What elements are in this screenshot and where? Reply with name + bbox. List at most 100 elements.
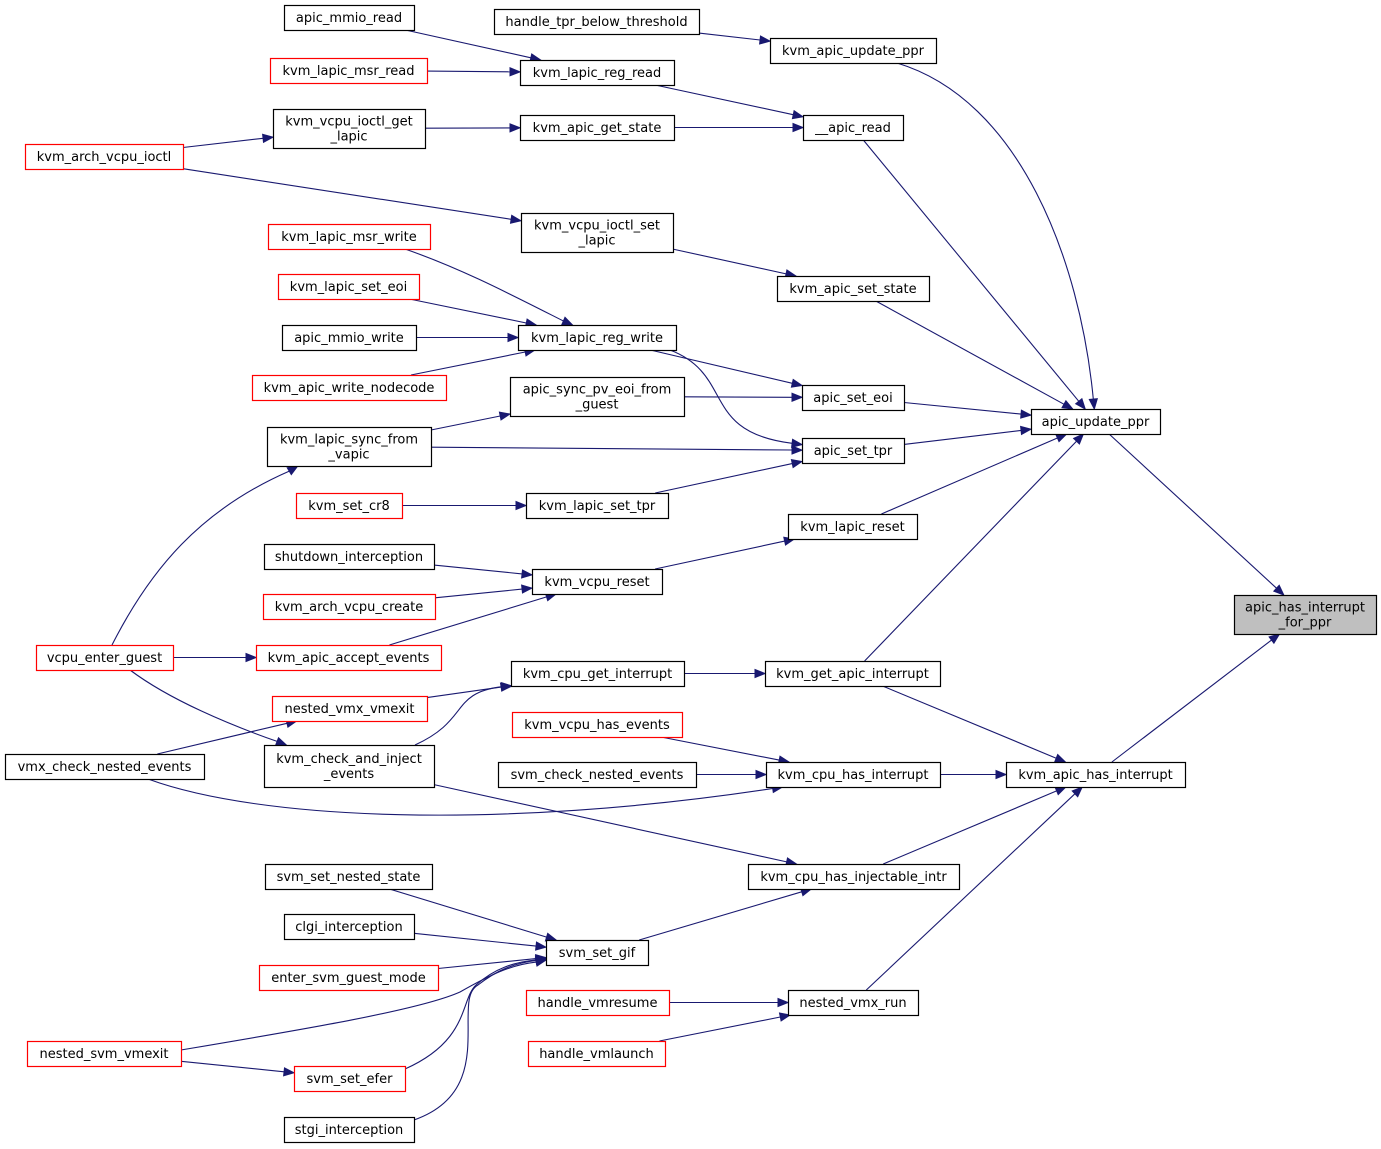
node-box <box>510 660 686 688</box>
edge-line <box>157 722 288 755</box>
edge-vcpu_enter_guest-to-kvm_apic_accept_events <box>173 652 258 663</box>
edge-stgi_interception-to-svm_set_gif <box>413 955 548 1121</box>
node-nested-vmx-vmexit[interactable]: nested_vmx_vmexit <box>271 695 429 723</box>
edge-line <box>413 932 537 947</box>
arrowhead <box>759 35 772 45</box>
arrowhead <box>1055 433 1068 443</box>
node-box <box>1005 761 1187 789</box>
edge-kvm_vcpu_ioctl_set_lapic-to-kvm_apic_set_state <box>672 248 798 279</box>
edge-line <box>413 959 537 1121</box>
node-kvm-lapic-reg-write[interactable]: kvm_lapic_reg_write <box>517 324 678 352</box>
node-shutdown-interception[interactable]: shutdown_interception <box>263 543 436 571</box>
node-kvm-set-cr8[interactable]: kvm_set_cr8 <box>295 492 404 520</box>
node-kvm-lapic-set-tpr[interactable]: kvm_lapic_set_tpr <box>525 492 670 520</box>
node-apic-set-tpr[interactable]: apic_set_tpr <box>801 437 906 465</box>
node-nested-svm-vmexit[interactable]: nested_svm_vmexit <box>26 1040 183 1068</box>
node-enter-svm-guest-mode[interactable]: enter_svm_guest_mode <box>258 964 440 992</box>
edge-line <box>864 440 1077 662</box>
node-label: kvm_apic_write_nodecode <box>264 381 435 396</box>
node-label: kvm_vcpu_ioctl_set <box>534 219 660 234</box>
node-label: kvm_lapic_reg_read <box>533 66 662 81</box>
node-svm-set-efer[interactable]: svm_set_efer <box>293 1065 407 1093</box>
node-vmx-check-nested-events[interactable]: vmx_check_nested_events <box>4 753 206 781</box>
node-box <box>802 114 905 142</box>
edge-apic_mmio_write-to-kvm_lapic_reg_write <box>416 332 520 343</box>
node-apic-sync-pv-eoi-from-guest[interactable]: apic_sync_pv_eoi_from_guest <box>509 376 686 418</box>
node-kvm-lapic-sync-from-vapic[interactable]: kvm_lapic_sync_from_vapic <box>266 426 433 468</box>
node-label: kvm_lapic_reg_write <box>531 331 663 346</box>
node-apic-mmio-read[interactable]: apic_mmio_read <box>283 4 416 32</box>
node-box <box>251 374 448 402</box>
node-kvm-apic-update-ppr[interactable]: kvm_apic_update_ppr <box>769 37 938 65</box>
node-label: kvm_apic_set_state <box>789 282 916 297</box>
node-apic-mmio-write[interactable]: apic_mmio_write <box>281 324 418 352</box>
edge-line <box>430 446 793 451</box>
edge-line <box>129 669 278 742</box>
node-box <box>519 59 676 87</box>
edge-svm_check_nested_events-to-kvm_cpu_has_interrupt <box>696 769 768 780</box>
node-kvm-cpu-get-interrupt[interactable]: kvm_cpu_get_interrupt <box>510 660 686 688</box>
node-svm-set-nested-state[interactable]: svm_set_nested_state <box>264 863 434 891</box>
arrowhead <box>534 955 548 966</box>
arrowhead <box>1020 409 1033 419</box>
node-svm-check-nested-events[interactable]: svm_check_nested_events <box>497 761 698 789</box>
node-kvm-vcpu-has-events[interactable]: kvm_vcpu_has_events <box>511 711 684 739</box>
node-apic-set-eoi[interactable]: apic_set_eoi <box>801 384 906 412</box>
node-kvm-lapic-set-eoi[interactable]: kvm_lapic_set_eoi <box>277 273 421 301</box>
edge-kvm_apic_set_state-to-apic_update_ppr <box>875 300 1074 410</box>
arrowhead <box>1088 398 1098 411</box>
node-label: svm_check_nested_events <box>511 768 684 783</box>
node-box <box>271 695 429 723</box>
node-handle-vmresume[interactable]: handle_vmresume <box>525 989 671 1017</box>
edge-clgi_interception-to-svm_set_gif <box>413 932 548 951</box>
node-kvm-vcpu-ioctl-set-lapic[interactable]: kvm_vcpu_ioctl_set_lapic <box>520 212 675 254</box>
node-label: nested_vmx_vmexit <box>285 702 415 717</box>
node-kvm-arch-vcpu-create[interactable]: kvm_arch_vcpu_create <box>262 593 437 621</box>
node-kvm-apic-get-state[interactable]: kvm_apic_get_state <box>519 114 676 142</box>
edge-line <box>698 32 761 41</box>
node-vcpu-enter-guest[interactable]: vcpu_enter_guest <box>35 644 175 672</box>
node-kvm-apic-has-interrupt[interactable]: kvm_apic_has_interrupt <box>1005 761 1187 789</box>
edge-handle_vmlaunch-to-nested_vmx_run <box>659 1012 792 1042</box>
node-kvm-vcpu-reset[interactable]: kvm_vcpu_reset <box>531 568 664 596</box>
node-label: kvm_apic_get_state <box>533 121 662 136</box>
node-label: svm_set_gif <box>559 946 636 961</box>
node-label: kvm_apic_has_interrupt <box>1018 768 1172 783</box>
node-handle-vmlaunch[interactable]: handle_vmlaunch <box>527 1040 667 1068</box>
node-kvm-vcpu-ioctl-get-lapic[interactable]: kvm_vcpu_ioctl_get_lapic <box>272 108 427 150</box>
edge-line <box>683 396 793 398</box>
node-kvm-cpu-has-injectable-intr[interactable]: kvm_cpu_has_injectable_intr <box>747 863 961 891</box>
node-box <box>272 108 427 150</box>
node-label: clgi_interception <box>295 920 402 935</box>
node-kvm-apic-accept-events[interactable]: kvm_apic_accept_events <box>255 644 443 672</box>
node-svm-set-gif[interactable]: svm_set_gif <box>545 939 650 967</box>
node-kvm-lapic-msr-write[interactable]: kvm_lapic_msr_write <box>267 223 432 251</box>
node-kvm-lapic-msr-read[interactable]: kvm_lapic_msr_read <box>269 57 429 85</box>
node-kvm-cpu-has-interrupt[interactable]: kvm_cpu_has_interrupt <box>765 761 942 789</box>
edge-line <box>433 784 787 863</box>
node-box <box>497 761 698 789</box>
node-nested-vmx-run[interactable]: nested_vmx_run <box>787 989 920 1017</box>
node-kvm-lapic-reset[interactable]: kvm_lapic_reset <box>787 513 919 541</box>
edge-kvm_arch_vcpu_ioctl-to-kvm_vcpu_ioctl_set_lapic <box>182 168 523 224</box>
node-apic-update-ppr[interactable]: apic_update_ppr <box>1030 408 1162 436</box>
node-handle-tpr-below-threshold[interactable]: handle_tpr_below_threshold <box>493 8 701 36</box>
arrowhead <box>274 736 288 746</box>
node---apic-read[interactable]: __apic_read <box>802 114 905 142</box>
node-box <box>263 744 436 789</box>
edge-apic_set_tpr-to-apic_update_ppr <box>903 425 1033 445</box>
node-kvm-lapic-reg-read[interactable]: kvm_lapic_reg_read <box>519 59 676 87</box>
node-kvm-arch-vcpu-ioctl[interactable]: kvm_arch_vcpu_ioctl <box>24 143 185 171</box>
arrowhead <box>521 584 534 594</box>
node-stgi-interception[interactable]: stgi_interception <box>283 1116 416 1144</box>
node-kvm-get-apic-interrupt[interactable]: kvm_get_apic_interrupt <box>764 660 942 688</box>
node-clgi-interception[interactable]: clgi_interception <box>283 913 416 941</box>
node-kvm-apic-write-nodecode[interactable]: kvm_apic_write_nodecode <box>251 374 448 402</box>
edge-line <box>659 1016 781 1042</box>
node-apic-has-interrupt-for-ppr[interactable]: apic_has_interrupt_for_ppr <box>1233 594 1378 636</box>
edges-layer <box>111 29 1285 1121</box>
node-label: kvm_lapic_set_tpr <box>539 499 656 514</box>
node-kvm-check-and-inject-events[interactable]: kvm_check_and_inject_events <box>263 744 436 789</box>
node-label: kvm_arch_vcpu_ioctl <box>37 150 172 165</box>
node-kvm-apic-set-state[interactable]: kvm_apic_set_state <box>776 275 931 303</box>
